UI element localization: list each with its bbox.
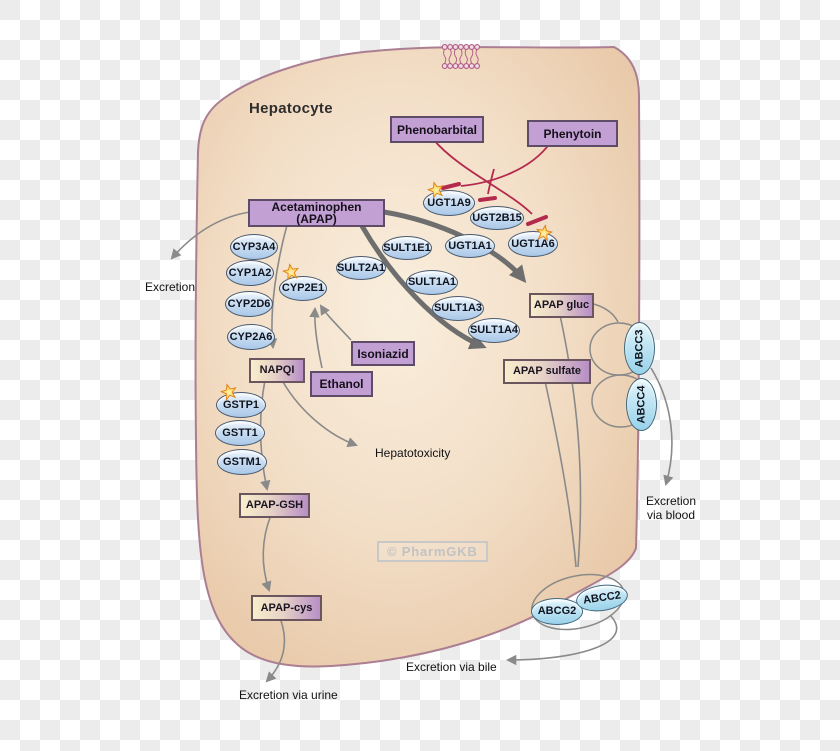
pgx-star-icon	[281, 262, 302, 283]
gene-node-gstt1[interactable]: GSTT1	[215, 420, 265, 446]
label-excretion: Excretion	[145, 280, 196, 294]
inhibition-bar-ugt2b15	[478, 196, 497, 202]
gene-node-cyp2d6[interactable]: CYP2D6	[225, 291, 273, 317]
drug-box-phenobarbital[interactable]: Phenobarbital	[390, 116, 484, 143]
gene-node-abcc4[interactable]: ABCC4	[626, 378, 657, 431]
gene-label: ABCC4	[635, 385, 647, 424]
inhibition-bar-ugt1a9	[441, 182, 461, 190]
gene-node-ugt1a1[interactable]: UGT1A1	[445, 234, 495, 258]
arrow-to-bile	[505, 614, 618, 666]
gene-node-cyp3a4[interactable]: CYP3A4	[230, 234, 278, 260]
pharmgkb-watermark: © PharmGKB	[377, 541, 488, 562]
metabolite-box-apap-gsh[interactable]: APAP-GSH	[239, 493, 310, 518]
metabolite-box-apap-gluc[interactable]: APAP gluc	[529, 293, 594, 318]
line-gluc-to-bottom	[559, 314, 582, 568]
arrow-isoniazid-to-cyp2e1	[319, 304, 352, 341]
gene-node-sult2a1[interactable]: SULT2A1	[336, 256, 386, 280]
gene-node-ugt2b15[interactable]: UGT2B15	[470, 206, 524, 230]
label-excretion-via-urine: Excretion via urine	[239, 688, 338, 702]
drug-box-isoniazid[interactable]: Isoniazid	[351, 341, 415, 366]
inhibition-branch-ugt2b15	[487, 168, 495, 195]
label-excretion-via-bile: Excretion via bile	[406, 660, 497, 674]
gene-node-abcc3[interactable]: ABCC3	[624, 322, 655, 375]
gene-node-abcg2[interactable]: ABCG2	[531, 598, 583, 625]
arrow-ethanol-to-cyp2e1	[309, 306, 323, 369]
gene-node-cyp1a2[interactable]: CYP1A2	[226, 260, 274, 286]
arrow-apap-to-excretion	[170, 211, 251, 260]
label-line: via blood	[646, 507, 696, 522]
inhibition-phenytoin-ugt1a9	[460, 142, 551, 187]
metabolite-box-apap-sulfate[interactable]: APAP sulfate	[503, 359, 591, 384]
gene-label: ABCC3	[633, 329, 645, 368]
arrow-apapcys-to-urine	[265, 617, 286, 683]
drug-box-acetaminophen[interactable]: Acetaminophen (APAP)	[248, 199, 385, 227]
metabolite-box-napqi[interactable]: NAPQI	[249, 358, 305, 383]
cell-title: Hepatocyte	[249, 100, 333, 117]
phospholipid-bilayer-icon	[441, 44, 481, 69]
arrow-apapgsh-to-apapcys	[261, 514, 272, 592]
label-line: Excretion	[645, 494, 697, 508]
gene-node-sult1a3[interactable]: SULT1A3	[432, 296, 484, 321]
inhibition-bar-ugt1a6	[526, 215, 548, 226]
label-excretion-via-blood: Excretion via blood	[632, 494, 710, 523]
gene-node-sult1e1[interactable]: SULT1E1	[382, 236, 432, 260]
gene-node-sult1a1[interactable]: SULT1A1	[406, 270, 458, 295]
line-sulfate-to-bottom	[544, 380, 577, 568]
gene-node-sult1a4[interactable]: SULT1A4	[468, 318, 520, 343]
inhibition-phenobarbital-ugt1a6	[432, 138, 533, 215]
gene-node-gstm1[interactable]: GSTM1	[217, 449, 267, 475]
drug-box-ethanol[interactable]: Ethanol	[310, 371, 373, 397]
metabolite-box-apap-cys[interactable]: APAP-cys	[251, 595, 322, 621]
gene-node-cyp2a6[interactable]: CYP2A6	[227, 324, 275, 350]
pgx-star-icon	[534, 223, 555, 244]
label-hepatotoxicity: Hepatotoxicity	[375, 446, 451, 460]
arrow-apap-to-sulfate	[359, 224, 487, 350]
arrow-napqi-to-hepatotoxicity	[282, 381, 358, 448]
drug-box-phenytoin[interactable]: Phenytoin	[527, 120, 618, 147]
arrow-to-blood	[650, 367, 674, 486]
